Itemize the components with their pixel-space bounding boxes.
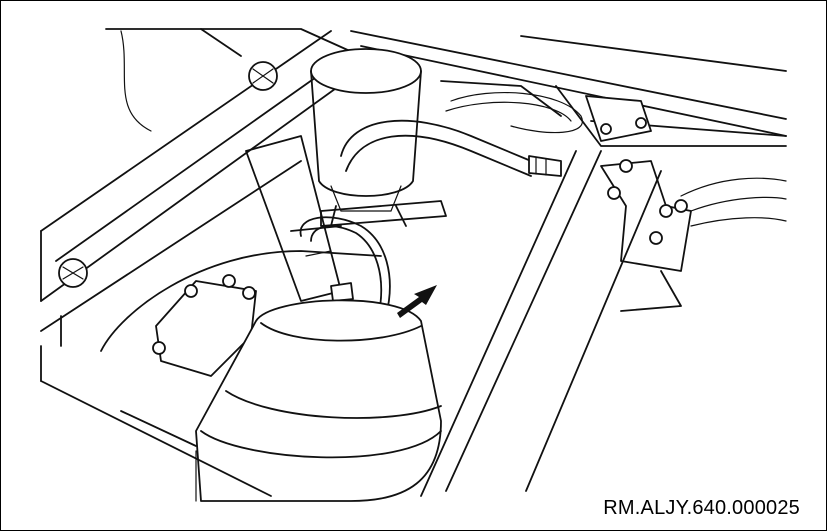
upper-reservoir — [310, 48, 447, 227]
air-spring — [195, 299, 442, 502]
frame-bolt-upper — [248, 61, 278, 91]
lower-frame — [40, 345, 272, 497]
mounting-bracket — [600, 159, 787, 312]
frame-bolt-lower — [58, 258, 88, 288]
lower-bracket — [100, 250, 382, 377]
connecting-hose — [299, 216, 391, 317]
strut — [245, 135, 342, 302]
air-lines — [340, 80, 583, 177]
left-frame-rail — [40, 30, 347, 347]
right-frame-rail — [420, 85, 787, 497]
arrow-icon — [397, 285, 437, 318]
rear-crossmember — [105, 28, 787, 137]
reference-code: RM.ALJY.640.000025 — [601, 497, 802, 520]
